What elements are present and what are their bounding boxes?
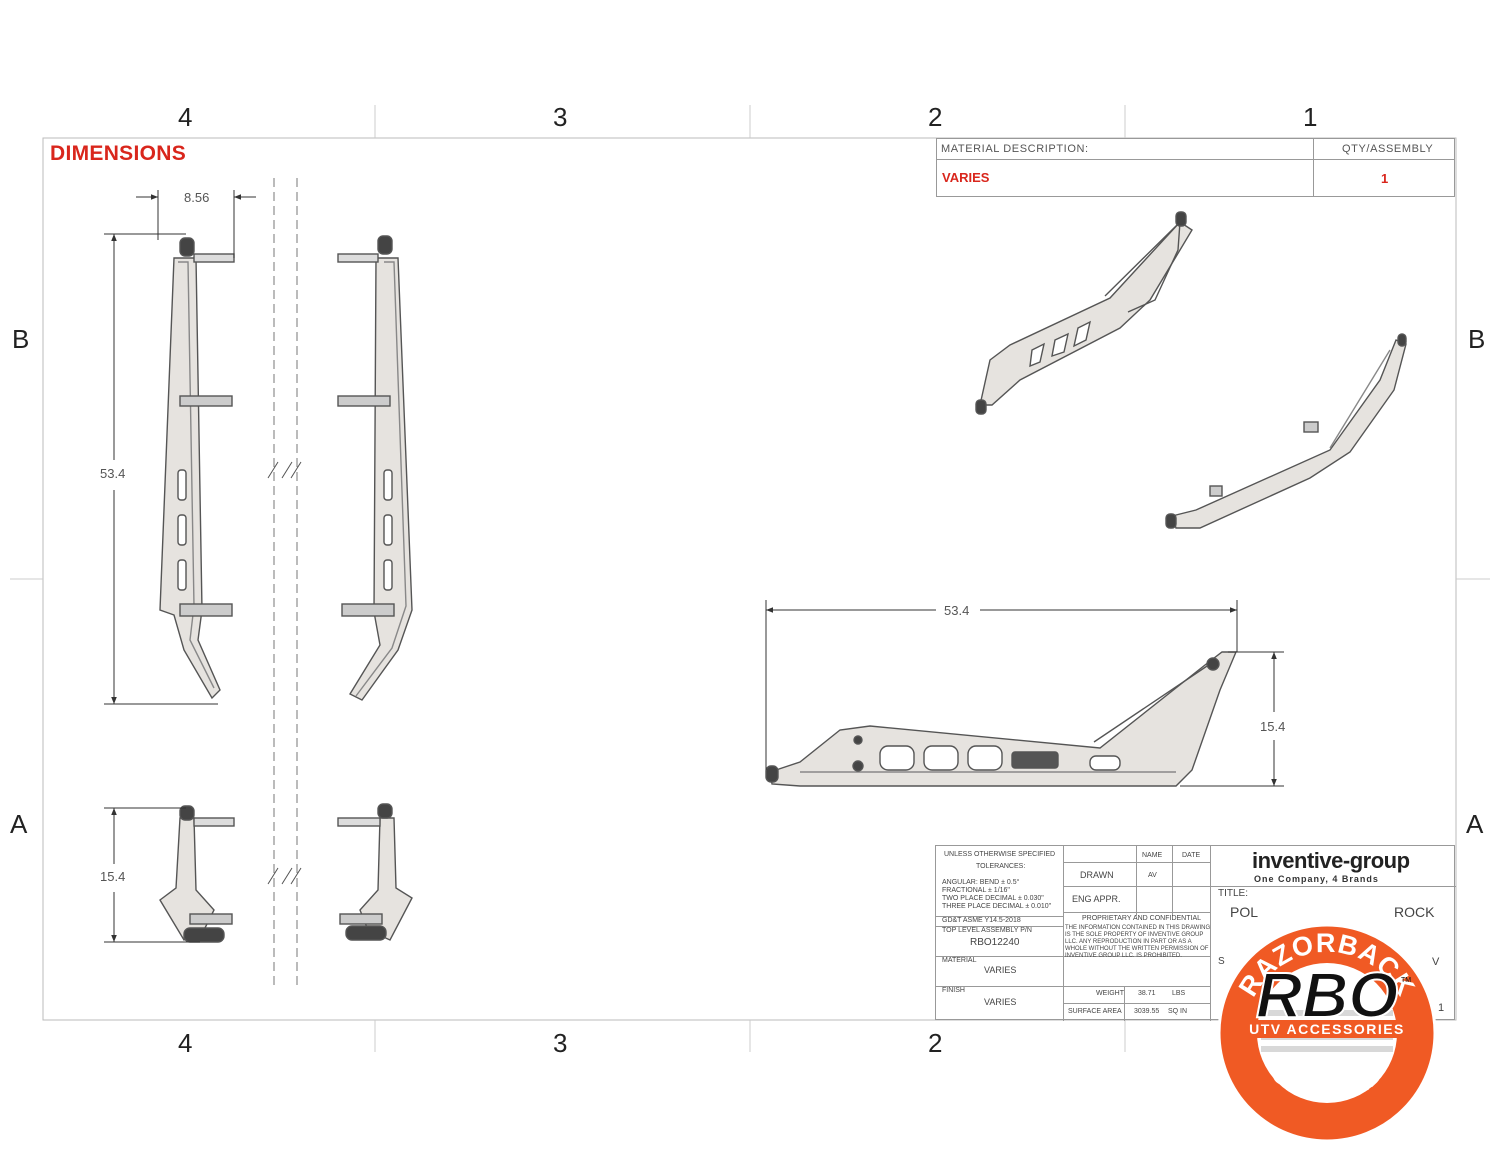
top-view-left	[159, 237, 235, 700]
tb-tol-2: TWO PLACE DECIMAL ± 0.030"	[942, 895, 1044, 902]
tb-date-label: DATE	[1182, 852, 1201, 859]
tb-proprietary: PROPRIETARY AND CONFIDENTIAL	[1082, 915, 1202, 922]
zone-right-a: A	[1466, 809, 1484, 839]
tb-finish-value: VARIES	[984, 997, 1017, 1007]
iso-view-2	[1165, 333, 1407, 529]
tb-top-level-label: TOP LEVEL ASSEMBLY P/N	[942, 927, 1032, 934]
zone-top-1: 1	[1303, 102, 1318, 132]
end-view-left	[159, 805, 235, 943]
zone-bottom-3: 3	[553, 1028, 568, 1058]
badge-mark: RBO	[1256, 959, 1398, 1031]
tb-tol-3: THREE PLACE DECIMAL ± 0.010"	[942, 903, 1052, 910]
tb-surface-value: 3039.55	[1134, 1008, 1160, 1015]
material-desc-value: VARIES	[942, 170, 990, 185]
dim-width: 8.56	[182, 190, 212, 205]
tb-gdt: GD&T ASME Y14.5-2018	[942, 917, 1021, 924]
dim-length-side: 53.4	[942, 603, 972, 618]
tb-title-label: TITLE:	[1218, 888, 1249, 899]
tb-legal: THE INFORMATION CONTAINED IN THIS DRAWIN…	[1065, 925, 1211, 959]
tb-unless: UNLESS OTHERWISE SPECIFIED	[944, 851, 1056, 858]
tb-weight-value: 38.71	[1138, 990, 1156, 997]
zone-left-b: B	[12, 324, 30, 354]
tb-rev-frag: V	[1432, 956, 1440, 968]
title-block: UNLESS OTHERWISE SPECIFIED TOLERANCES: A…	[935, 845, 1456, 1021]
rbo-badge-art: RAZORBACK OFFROAD RBO TM UTV ACCESSORIES	[1217, 923, 1437, 1143]
qty-value: 1	[1381, 171, 1389, 186]
tb-material-label: MATERIAL	[942, 957, 977, 964]
badge-tm: TM	[1401, 977, 1411, 984]
tb-name-label: NAME	[1142, 852, 1163, 859]
tb-surface-label: SURFACE AREA	[1068, 1008, 1122, 1015]
tb-finish-label: FINISH	[942, 987, 965, 994]
iso-view-1	[975, 211, 1193, 415]
material-desc-label: MATERIAL DESCRIPTION:	[941, 143, 1089, 155]
tb-title-right: ROCK	[1394, 904, 1435, 920]
dim-length-left: 53.4	[98, 466, 128, 481]
company-logo: inventive-group	[1252, 848, 1410, 873]
tb-tol-0: ANGULAR: BEND ± 0.5°	[942, 879, 1020, 886]
tb-top-level-value: RBO12240	[970, 937, 1020, 948]
tb-surface-unit: SQ IN	[1168, 1008, 1188, 1015]
tb-eng-label: ENG APPR.	[1072, 894, 1121, 904]
tb-drawn-value: AV	[1148, 872, 1157, 879]
dim-height-side: 15.4	[1258, 719, 1288, 734]
zone-top-2: 2	[928, 102, 943, 132]
material-table: MATERIAL DESCRIPTION: QTY/ASSEMBLY VARIE…	[936, 138, 1455, 197]
tb-material-value: VARIES	[984, 965, 1017, 975]
company-tagline: One Company, 4 Brands	[1254, 874, 1379, 884]
top-view-right	[337, 235, 413, 701]
zone-bottom-2: 2	[928, 1028, 943, 1058]
tb-drawn-label: DRAWN	[1080, 870, 1114, 880]
qty-label: QTY/ASSEMBLY	[1342, 143, 1434, 155]
side-view	[765, 651, 1238, 787]
tb-tolerances: TOLERANCES:	[976, 863, 1026, 870]
tb-weight-unit: LBS	[1172, 990, 1186, 997]
badge-sub: UTV ACCESSORIES	[1249, 1021, 1405, 1037]
zone-bottom-4: 4	[178, 1028, 193, 1058]
end-view-right	[337, 803, 413, 941]
dimensions-heading: DIMENSIONS	[50, 142, 187, 165]
rbo-badge: RAZORBACK OFFROAD RBO TM UTV ACCESSORIES	[1216, 922, 1438, 1144]
zone-left-a: A	[10, 809, 28, 839]
zone-right-b: B	[1468, 324, 1486, 354]
tb-size-frag: S	[1218, 956, 1225, 967]
tb-weight-label: WEIGHT	[1096, 990, 1124, 997]
tb-title-left: POL	[1230, 904, 1259, 920]
dim-height-left: 15.4	[98, 869, 128, 884]
tb-sheet-frag: 1	[1438, 1002, 1445, 1014]
tb-tol-1: FRACTIONAL ± 1/16"	[942, 887, 1010, 894]
zone-top-4: 4	[178, 102, 193, 132]
zone-top-3: 3	[553, 102, 568, 132]
